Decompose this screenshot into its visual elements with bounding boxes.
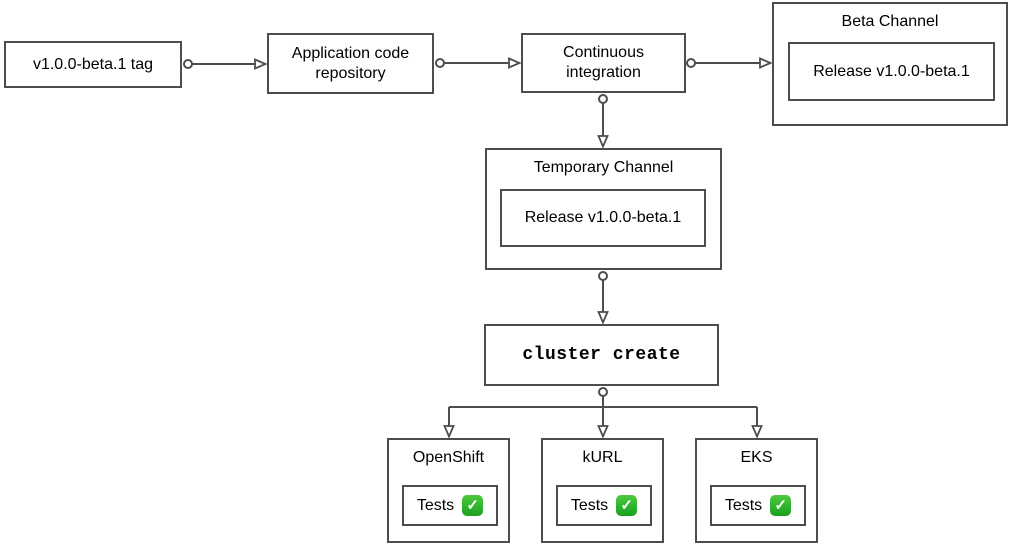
edge-repo-to-ci xyxy=(435,57,522,69)
node-version-tag: v1.0.0-beta.1 tag xyxy=(4,41,182,88)
edge-temporary-channel-to-cluster-create xyxy=(597,271,609,325)
eks-tests-label: Tests xyxy=(724,496,763,514)
check-mark-emoji-icon: ✓ xyxy=(616,495,638,516)
node-ci-label: Continuous integration xyxy=(563,44,644,81)
beta-release-label: Release v1.0.0-beta.1 xyxy=(813,62,970,80)
beta-channel-title: Beta Channel xyxy=(841,13,939,30)
eks-title: EKS xyxy=(740,449,773,466)
eks-tests-box: Tests ✓ xyxy=(710,485,806,526)
openshift-tests-box: Tests ✓ xyxy=(402,485,498,526)
edge-ci-to-temporary-channel xyxy=(597,94,609,149)
cluster-create-label: cluster create xyxy=(522,344,681,365)
temporary-release-label: Release v1.0.0-beta.1 xyxy=(524,209,682,226)
node-application-code-repository: Application code repository xyxy=(267,33,434,94)
openshift-tests-label: Tests xyxy=(416,496,455,514)
node-cluster-create: cluster create xyxy=(484,324,719,386)
node-repo-label: Application code repository xyxy=(291,44,410,82)
container-cluster-eks: EKS Tests ✓ xyxy=(695,438,818,543)
node-temporary-release: Release v1.0.0-beta.1 xyxy=(500,189,706,247)
node-version-tag-label: v1.0.0-beta.1 tag xyxy=(32,55,154,73)
edge-ci-to-beta-channel xyxy=(686,57,773,69)
edge-tag-to-repo xyxy=(183,58,268,70)
edge-cluster-create-to-clusters xyxy=(443,387,763,439)
check-mark-emoji-icon: ✓ xyxy=(770,495,792,516)
node-continuous-integration: Continuous integration xyxy=(521,33,686,93)
temporary-channel-title: Temporary Channel xyxy=(533,159,674,176)
kurl-title: kURL xyxy=(582,449,623,466)
kurl-tests-box: Tests ✓ xyxy=(556,485,652,526)
kurl-tests-label: Tests xyxy=(570,496,609,514)
check-mark-emoji-icon: ✓ xyxy=(462,495,484,516)
container-cluster-openshift: OpenShift Tests ✓ xyxy=(387,438,510,543)
container-beta-channel: Beta Channel Release v1.0.0-beta.1 xyxy=(772,2,1008,126)
openshift-title: OpenShift xyxy=(412,449,485,466)
node-beta-release: Release v1.0.0-beta.1 xyxy=(788,42,995,101)
container-temporary-channel: Temporary Channel Release v1.0.0-beta.1 xyxy=(485,148,722,270)
container-cluster-kurl: kURL Tests ✓ xyxy=(541,438,664,543)
